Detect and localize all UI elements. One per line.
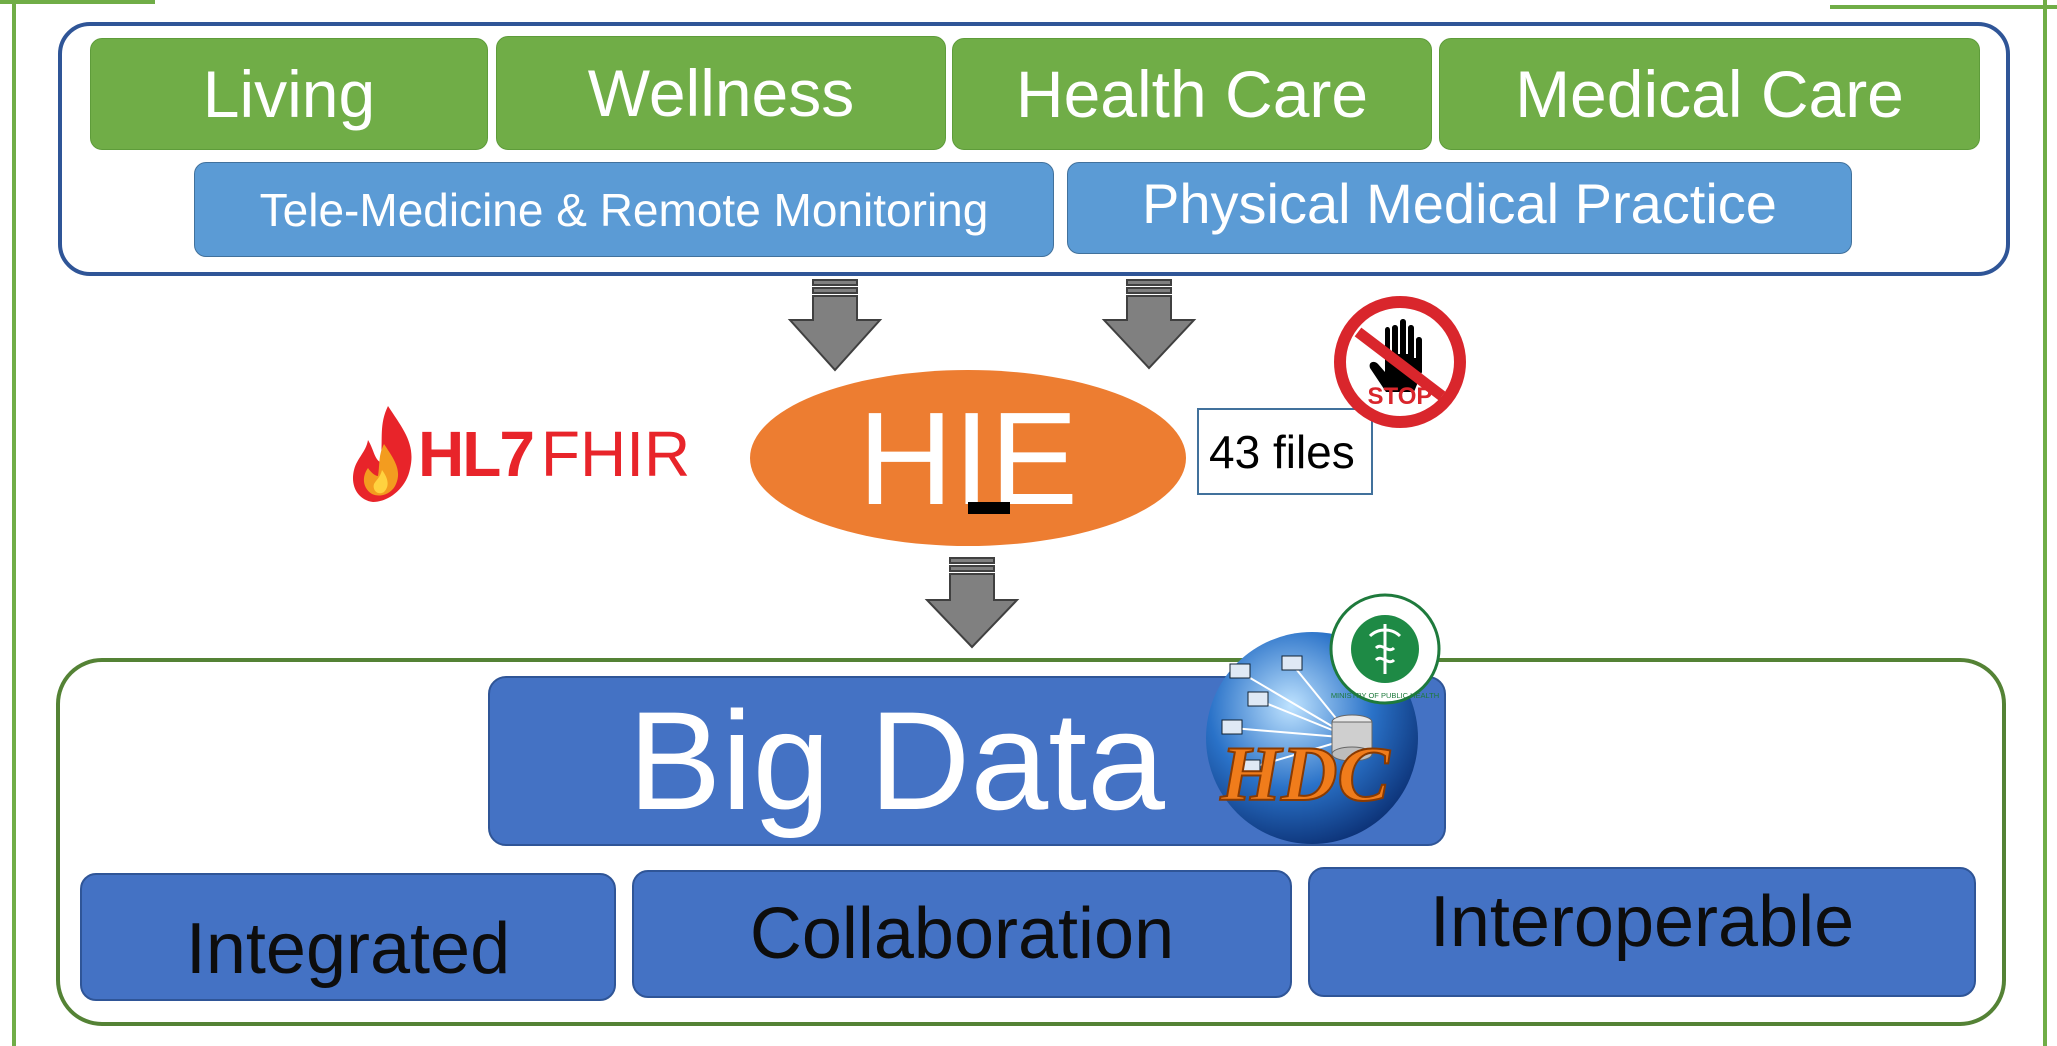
care-level-label: Wellness — [587, 56, 855, 130]
hl7-fhir-logo: HL7 FHIR — [348, 404, 690, 504]
fhir-text: FHIR — [540, 418, 691, 490]
property-collaboration: Collaboration — [632, 870, 1292, 998]
practice-tele-medicine: Tele-Medicine & Remote Monitoring — [194, 162, 1054, 257]
care-level-label: Medical Care — [1515, 57, 1904, 131]
frame-right — [2043, 0, 2047, 1046]
down-arrow-icon — [1101, 279, 1197, 370]
hie-label: HIE — [857, 384, 1079, 532]
care-level-health-care: Health Care — [952, 38, 1432, 150]
stop-sign-text: STOP — [1368, 383, 1433, 410]
property-interoperable: Interoperable — [1308, 867, 1976, 997]
frame-left — [12, 0, 16, 1046]
ministry-seal: MINISTRY OF PUBLIC HEALTH — [1329, 593, 1441, 705]
frame-top-left — [0, 0, 155, 4]
care-level-label: Health Care — [1015, 57, 1369, 131]
care-level-medical-care: Medical Care — [1439, 38, 1980, 150]
ministry-seal-text: MINISTRY OF PUBLIC HEALTH — [1331, 691, 1439, 700]
property-label: Interoperable — [1429, 882, 1855, 962]
flame-icon — [352, 406, 412, 502]
text-cursor-marker — [968, 502, 1010, 514]
database-icon — [1331, 714, 1373, 762]
property-label: Integrated — [185, 909, 511, 989]
property-integrated: Integrated — [80, 873, 616, 1001]
care-level-living: Living — [90, 38, 488, 150]
down-arrow-icon — [787, 279, 883, 372]
stop-sign-icon: STOP — [1334, 296, 1466, 428]
caduceus-icon — [1368, 624, 1402, 674]
care-level-wellness: Wellness — [496, 36, 946, 150]
practice-label: Tele-Medicine & Remote Monitoring — [259, 183, 989, 236]
care-spectrum-panel — [58, 22, 2010, 276]
big-data-panel — [56, 658, 2006, 1026]
care-level-label: Living — [202, 57, 376, 131]
hie-hub: HIE — [750, 370, 1186, 546]
property-label: Collaboration — [749, 894, 1175, 974]
hdc-logo-text: HDC — [1219, 730, 1390, 817]
big-data-label: Big Data — [628, 682, 1165, 839]
practice-label: Physical Medical Practice — [1142, 172, 1777, 235]
files-count-label: 43 files — [1209, 425, 1355, 478]
practice-physical: Physical Medical Practice — [1067, 162, 1852, 254]
frame-top-right — [1830, 5, 2057, 9]
hl7-text: HL7 — [418, 418, 535, 490]
down-arrow-icon — [924, 557, 1020, 649]
files-count-box: 43 files — [1197, 408, 1373, 495]
